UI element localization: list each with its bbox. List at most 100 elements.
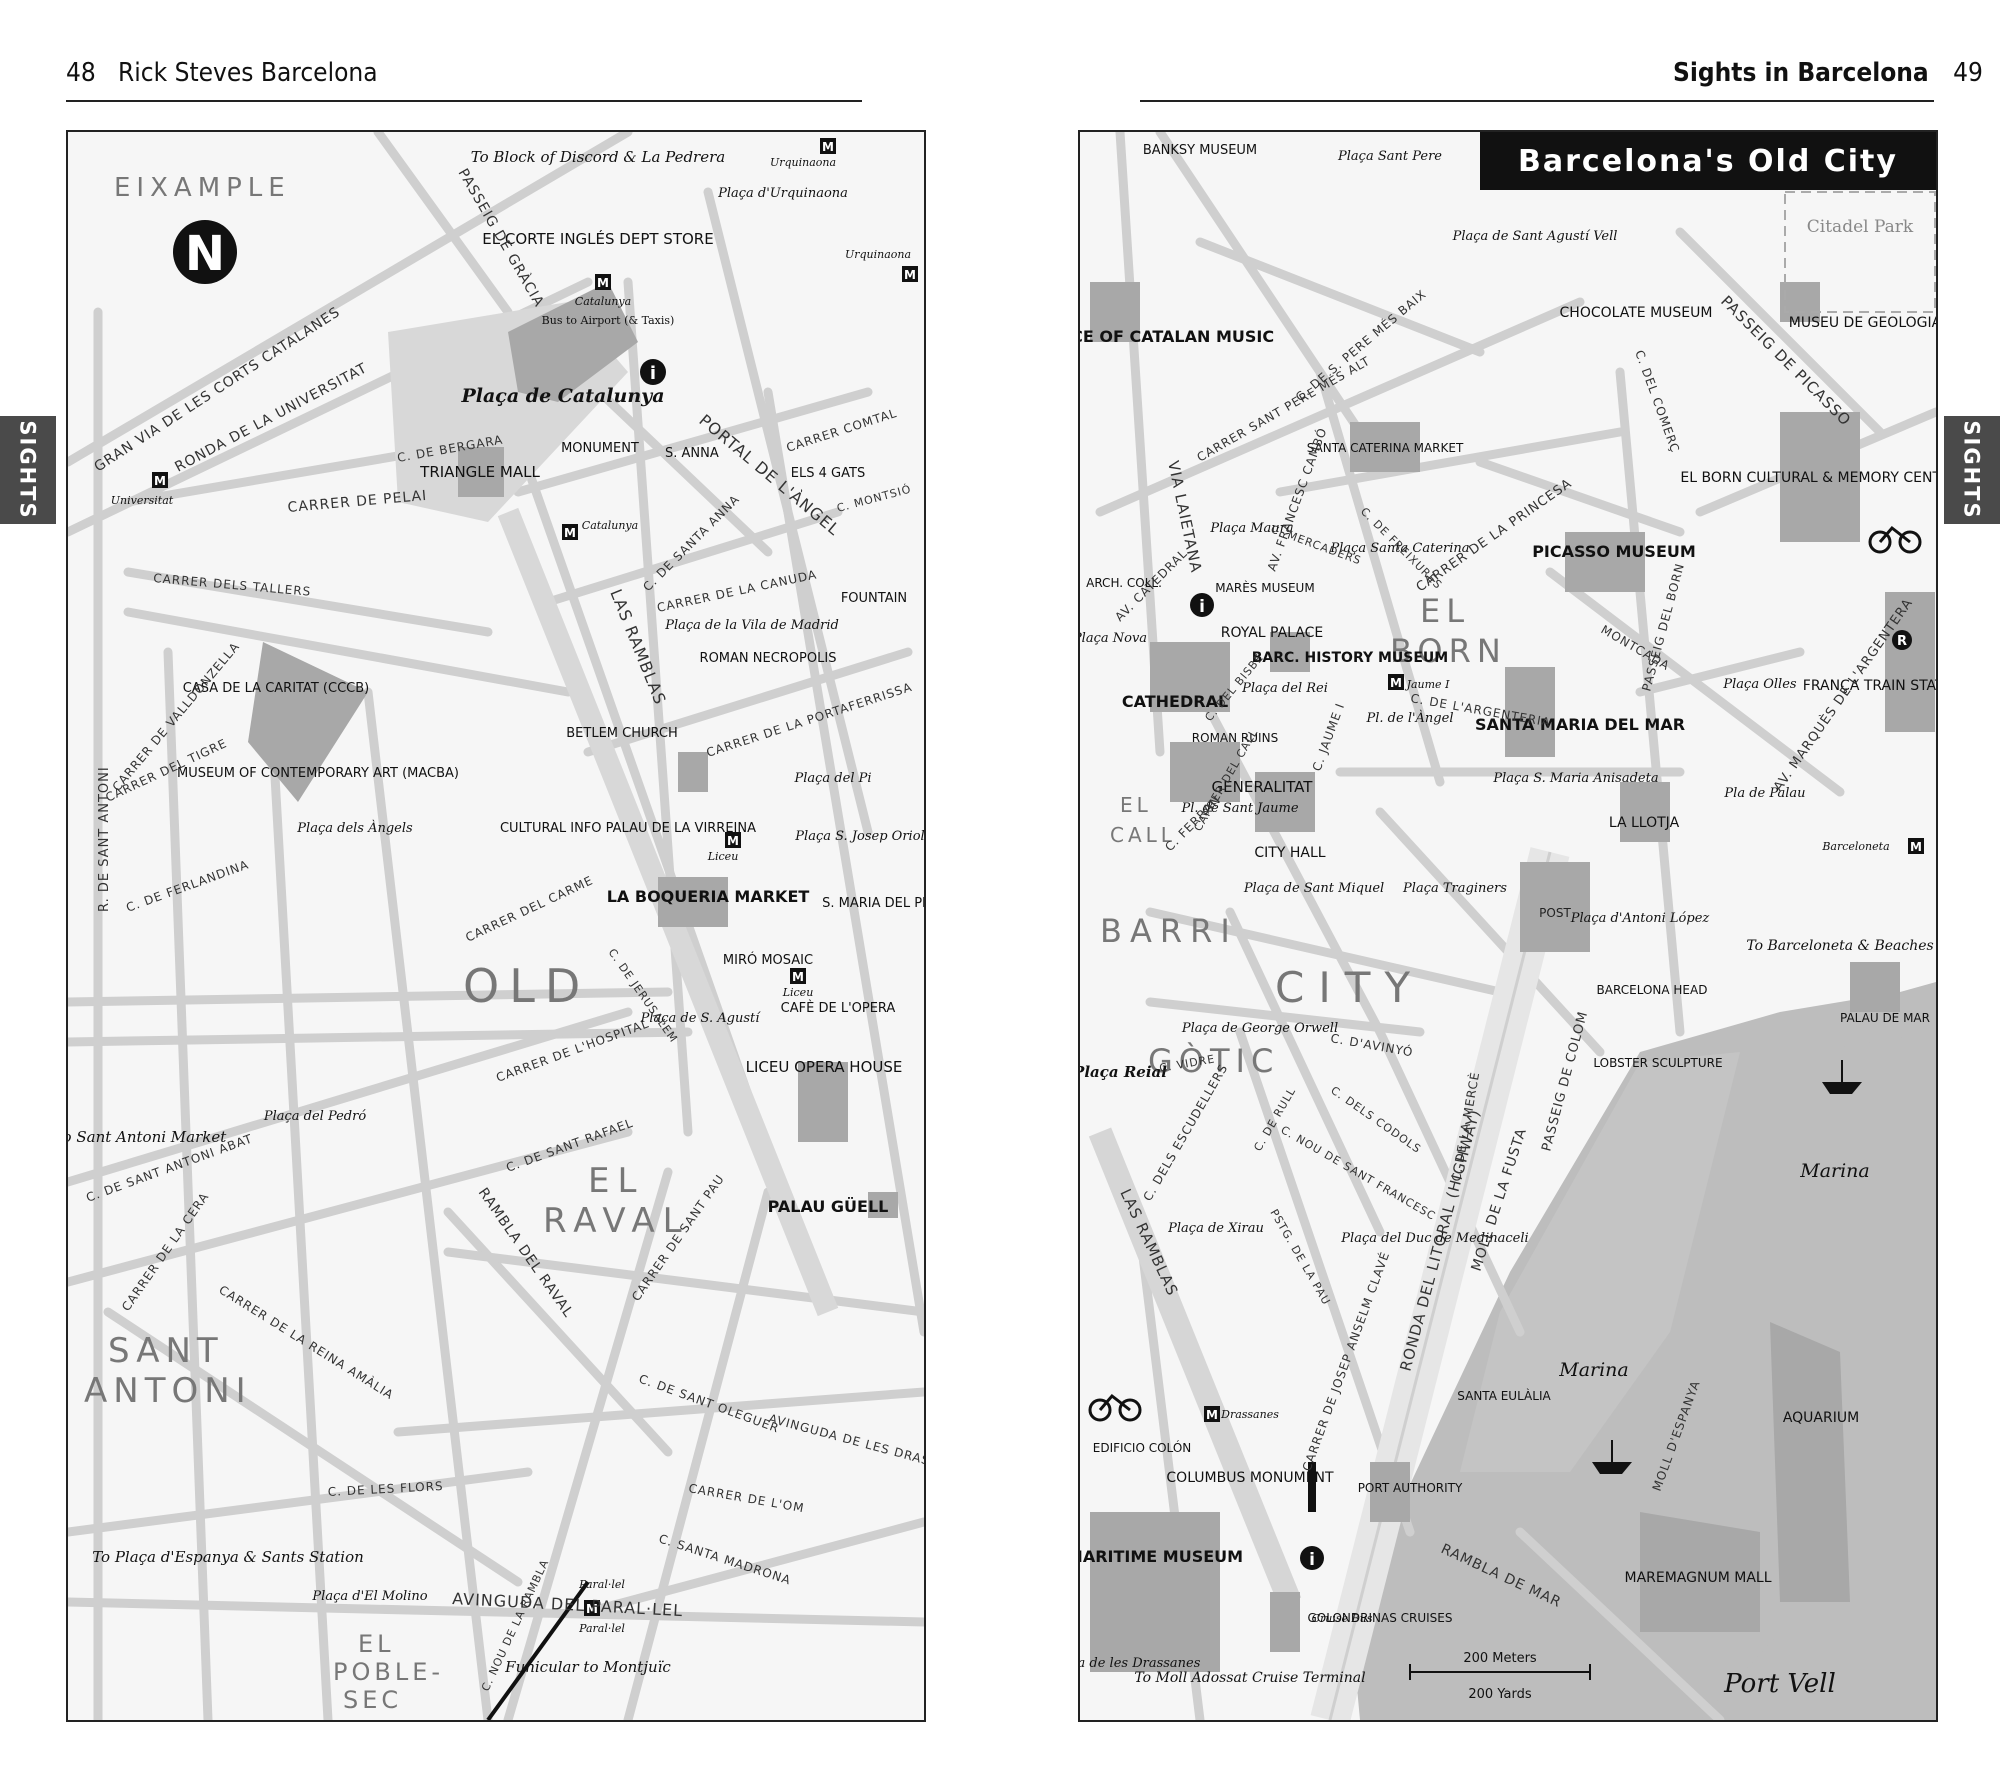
street-network (68, 132, 924, 1720)
svg-text:M: M (822, 140, 834, 154)
highlighted-buildings (1090, 282, 1935, 1672)
port-authority-building (1370, 1462, 1410, 1522)
museu-geologia-building (1780, 282, 1820, 322)
franca-station-building (1885, 592, 1935, 732)
cruise-bus-building (1270, 1592, 1300, 1652)
square-antoni-lopez: Plaça d'Antoni López (1570, 911, 1710, 926)
sight-macba: MUSEUM OF CONTEMPORARY ART (MACBA) (177, 766, 459, 781)
santa-caterina-building (1350, 422, 1420, 472)
square-s-agusti: Plaça de S. Agustí (640, 1011, 762, 1026)
highlighted-buildings (248, 282, 898, 1218)
district-sec: SEC (343, 1686, 402, 1714)
bicycle-icon (1868, 525, 1922, 554)
sight-roman-ruins: ROMAN RUINS (1192, 731, 1278, 745)
metro-liceu-1: Liceu (707, 850, 739, 863)
corte-ingles-building (508, 282, 638, 402)
metro-universitat: Universitat (111, 494, 174, 507)
svg-text:M: M (904, 268, 916, 282)
map-title: Barcelona's Old City (1480, 132, 1936, 190)
metro-icon: M (790, 968, 806, 984)
north-arrow-icon: N (173, 220, 237, 284)
sight-palau-mar: PALAU DE MAR (1840, 1011, 1930, 1025)
note-bus-airport: Bus to Airport (& Taxis) (542, 314, 675, 327)
water-port-vell: Port Vell (1723, 1669, 1836, 1699)
picasso-building (1565, 532, 1645, 592)
square-el-molino: Plaça d'El Molino (311, 1589, 427, 1604)
rail-station-icon: R (1892, 630, 1912, 650)
square-xirau: Plaça de Xirau (1167, 1221, 1264, 1236)
right-header-rule (1140, 100, 1934, 102)
svg-text:M: M (1206, 1408, 1218, 1422)
sight-generalitat: GENERALITAT (1212, 778, 1314, 796)
svg-text:M: M (727, 834, 739, 848)
district-old: OLD (463, 959, 590, 1013)
el-born-building (1780, 412, 1860, 542)
district-antoni: ANTONI (84, 1371, 252, 1411)
funicular-line (486, 1580, 590, 1720)
street-ronda-universitat: RONDA DE LA UNIVERSITAT (172, 360, 370, 475)
metro-parallel-2: Paral·lel (578, 1622, 625, 1635)
sight-palau-musica: PALACE OF CATALAN MUSIC (1080, 327, 1274, 346)
note-cruise-bus: Cruise Bus (1312, 1612, 1373, 1625)
metro-icon: M (595, 274, 611, 290)
square-olles: Plaça Olles (1722, 677, 1796, 692)
street-ferlandina: C. DE FERLANDINA (124, 857, 251, 914)
square-drassanes: Plaça de les Drassanes (1080, 1656, 1201, 1671)
metro-liceu-2: Liceu (782, 986, 814, 999)
street-escudellers: C. DELS ESCUDELLERS (1140, 1061, 1230, 1203)
scale-bar: 200 Meters 200 Yards (1409, 1651, 1591, 1702)
square-pla-palau: Pla de Palau (1723, 786, 1805, 801)
scale-yards: 200 Yards (1468, 1687, 1531, 1702)
street-carme: CARRER DEL CARME (463, 873, 595, 945)
sight-triangle-mall: TRIANGLE MALL (419, 463, 540, 481)
sight-aquarium: AQUARIUM (1783, 1410, 1859, 1426)
info-icon: i (1300, 1546, 1324, 1570)
street-canuda: CARRER DE LA CANUDA (656, 567, 819, 615)
palau-musica-building (1090, 282, 1140, 342)
las-ramblas-street (1088, 1127, 1302, 1607)
sight-barcelona-head: BARCELONA HEAD (1597, 983, 1708, 997)
square-pedro: Plaça del Pedró (263, 1109, 367, 1124)
square-urquinaona: Plaça d'Urquinaona (717, 186, 848, 201)
right-map-canvas: EL BORN BARRI CITY GÒTIC EL CALL BANKSY … (1080, 132, 1936, 1720)
note-barceloneta-beaches: To Barceloneta & Beaches (1746, 938, 1933, 954)
right-sights-tab[interactable]: SIGHTS (1944, 416, 2000, 524)
sight-betlem-church: BETLEM CHURCH (566, 726, 677, 741)
liceu-building (798, 1062, 848, 1142)
street-lom: CARRER DE L'OM (687, 1481, 805, 1515)
svg-text:M: M (1390, 676, 1402, 690)
square-maura: Plaça Maura (1209, 521, 1293, 536)
info-icon: i (640, 359, 666, 385)
sight-miro-mosaic: MIRÓ MOSAIC (723, 952, 813, 968)
ronda-litoral-centerline (1328, 851, 1552, 1720)
sight-maritime-museum: MARITIME MUSEUM (1080, 1547, 1243, 1566)
right-water-labels: Marina Marina Port Vell (1558, 1160, 1870, 1699)
district-poble: POBLE- (333, 1658, 444, 1686)
square-vila-madrid: Plaça de la Vila de Madrid (664, 618, 839, 633)
square-angel: Pl. de l'Àngel (1366, 710, 1454, 726)
note-citadel-park: Citadel Park (1807, 217, 1914, 237)
street-tallers: CARRER DELS TALLERS (153, 571, 312, 599)
street-r-sant-antoni: R. DE SANT ANTONI (97, 766, 112, 912)
street-comerc: C. DEL COMERÇ (1632, 348, 1682, 454)
metro-jaume-i: Jaume I (1405, 678, 1450, 691)
street-jaume-i: C. JAUME I (1310, 701, 1348, 773)
district-gotic: GÒTIC (1148, 1041, 1279, 1080)
sight-post: POST (1539, 906, 1571, 920)
svg-text:M: M (154, 474, 166, 488)
bicycle-icon (1088, 1393, 1142, 1422)
sight-la-boqueria: LA BOQUERIA MARKET (607, 887, 810, 906)
water-marina-2: Marina (1558, 1359, 1629, 1381)
left-sights-tab[interactable]: SIGHTS (0, 416, 56, 524)
water-marina-1: Marina (1799, 1160, 1870, 1182)
boat-icon (1592, 1440, 1632, 1474)
sight-city-hall: CITY HALL (1254, 845, 1325, 861)
metro-icon: M (584, 1600, 600, 1616)
sight-fountain: FOUNTAIN (841, 591, 907, 606)
svg-text:i: i (1199, 597, 1205, 617)
metro-drassanes: Drassanes (1220, 1408, 1279, 1421)
district-sant: SANT (108, 1331, 224, 1371)
sight-corte-ingles: EL CORTE INGLÉS DEPT STORE (482, 229, 713, 248)
street-passeig-colom: PASSEIG DE COLOM (1539, 1010, 1591, 1154)
square-catalunya: Plaça de Catalunya (460, 385, 664, 407)
